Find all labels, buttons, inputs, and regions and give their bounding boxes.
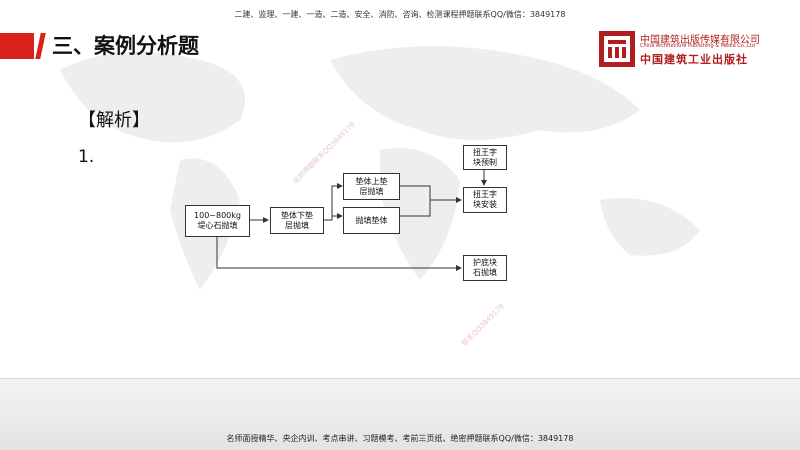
node-lower-cushion-line2: 层抛填 (285, 220, 309, 230)
edge-fill-install (400, 200, 431, 217)
node-block-prefab-line2: 块预制 (473, 157, 497, 167)
top-promo-text: 二建、监理、一建、一造、二造、安全、消防、咨询、检测课程押题联系QQ/微信：38… (234, 10, 566, 19)
publisher-logo: 中国建筑出版传媒有限公司 China Architecture Publishi… (598, 28, 793, 72)
node-block-prefab: 扭王字块预制 (463, 145, 507, 170)
node-toe-stone-line1: 护底块 (473, 258, 497, 267)
publisher-name-en: China Architecture Publishing & Media Co… (640, 43, 755, 49)
page-title: 三、案例分析题 (52, 34, 199, 58)
node-upper-cushion: 垫体上垫层抛填 (343, 173, 400, 200)
node-block-prefab-line1: 扭王字 (473, 147, 497, 157)
section-label: 【解析】 (78, 110, 150, 131)
node-toe-stone-line2: 石抛填 (473, 268, 497, 277)
node-block-install-line1: 扭王字 (473, 190, 497, 199)
node-cushion-fill: 抛填垫体 (343, 207, 400, 234)
item-number: 1. (78, 147, 95, 167)
floor-divider (0, 378, 800, 379)
publisher-subname: 中国建筑工业出版社 (640, 53, 748, 66)
edge-start-toe (216, 237, 462, 271)
bottom-promo-text: 名师面授精华、央企内训、考点串讲、习题模考、考前三页纸、绝密押题联系QQ/微信：… (226, 434, 574, 443)
edge-lower-upper (324, 183, 343, 221)
node-cushion-fill-line1: 抛填垫体 (355, 215, 388, 225)
floor-backdrop (0, 378, 800, 450)
node-block-install: 扭王字块安装 (463, 187, 507, 213)
title-accent-bar (0, 33, 34, 59)
node-upper-cushion-line2: 层抛填 (359, 186, 384, 196)
publisher-name-cn: 中国建筑出版传媒有限公司 (640, 35, 760, 46)
node-upper-cushion-line1: 垫体上垫 (355, 176, 388, 186)
node-lower-cushion-line1: 垫体下垫 (281, 210, 313, 220)
edge-lower-fill (331, 213, 343, 220)
node-core-stone-fill-line1: 100~800kg (194, 211, 241, 220)
node-toe-stone: 护底块石抛填 (463, 255, 507, 281)
edge-upper-install (400, 185, 462, 203)
node-core-stone-fill-line2: 堤心石抛填 (197, 221, 238, 230)
node-lower-cushion: 垫体下垫层抛填 (270, 207, 324, 234)
node-block-install-line2: 块安装 (473, 200, 497, 209)
publisher-emblem-icon (599, 31, 635, 67)
